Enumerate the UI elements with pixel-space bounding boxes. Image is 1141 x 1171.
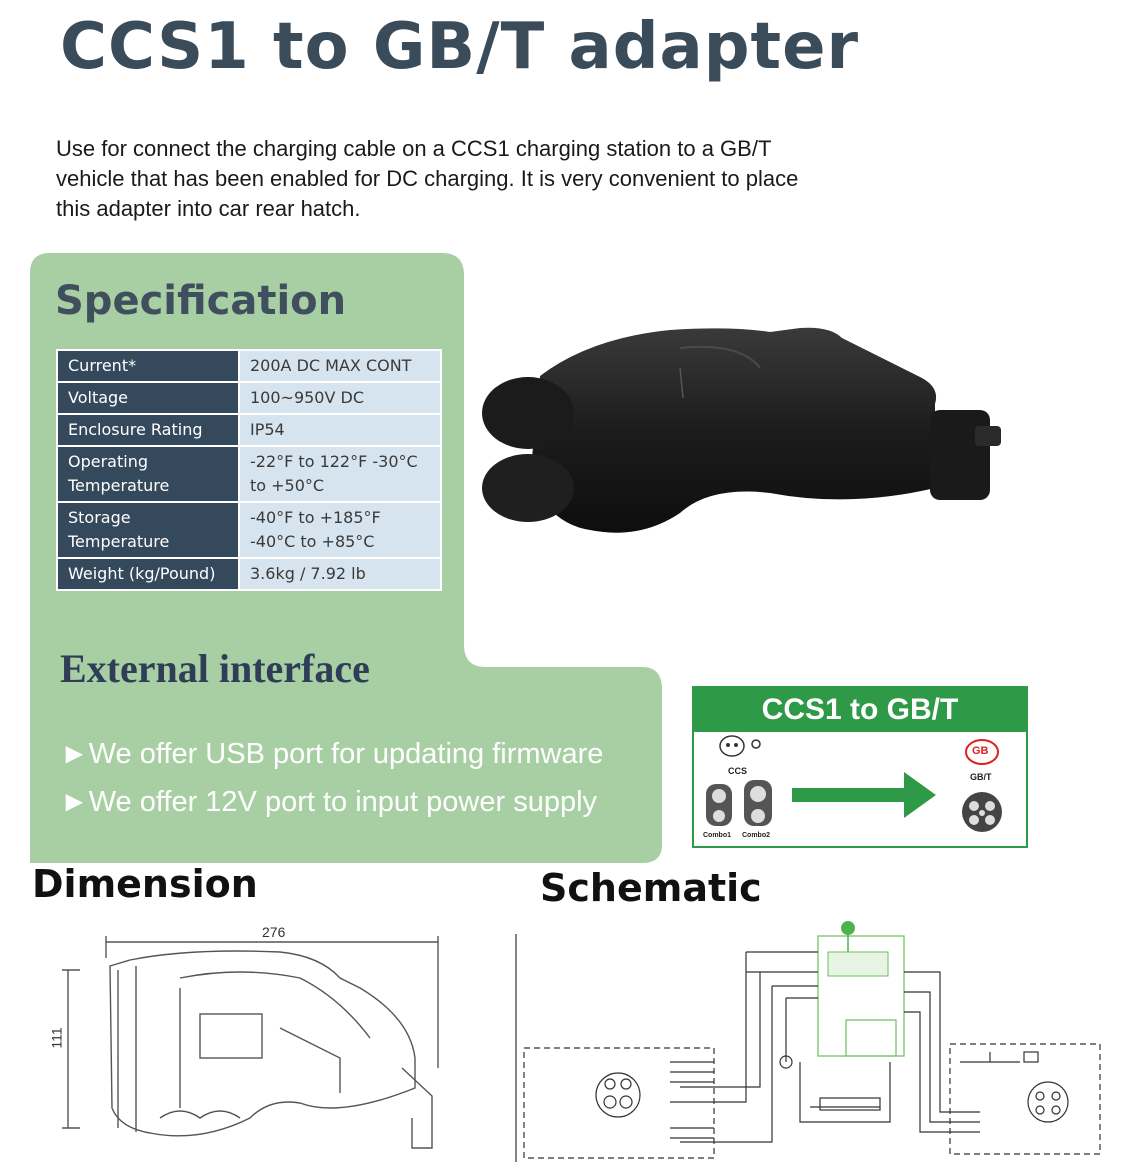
combo2-connector-icon	[744, 780, 772, 826]
spec-value: 100~950V DC	[238, 381, 442, 415]
gb-badge-label: GB	[972, 745, 989, 757]
spec-label: Storage Temperature	[56, 501, 240, 559]
dimension-drawing: 276 111	[40, 918, 490, 1168]
external-interface-heading: External interface	[60, 646, 370, 691]
schematic-heading: Schematic	[540, 866, 762, 910]
gb-badge-icon	[965, 739, 999, 765]
page-title: CCS1 to GB/T adapter	[60, 10, 860, 84]
ccs-label: CCS	[728, 766, 748, 776]
conversion-box: CCS1 to GB/T	[692, 686, 1028, 848]
adapter-product-image	[482, 327, 1001, 533]
spec-row-storage-temp: Storage Temperature -40°F to +185°F -40°…	[56, 501, 442, 559]
spec-row-weight: Weight (kg/Pound) 3.6kg / 7.92 lb	[56, 557, 442, 591]
spec-label: Operating Temperature	[56, 445, 240, 503]
specification-table: Current* 200A DC MAX CONT Voltage 100~95…	[56, 349, 442, 591]
conversion-box-title: CCS1 to GB/T	[694, 688, 1026, 732]
specification-heading: Specification	[55, 278, 347, 324]
combo2-label: Combo2	[742, 832, 770, 839]
spec-value: 200A DC MAX CONT	[238, 349, 442, 383]
spec-label: Voltage	[56, 381, 240, 415]
ccs-connector-icon	[719, 735, 761, 757]
arrow-right-icon	[792, 772, 936, 818]
spec-row-voltage: Voltage 100~950V DC	[56, 381, 442, 415]
intro-text: Use for connect the charging cable on a …	[56, 136, 799, 221]
gbt-socket-icon	[962, 792, 1002, 832]
spec-row-current: Current* 200A DC MAX CONT	[56, 349, 442, 383]
gbt-label: GB/T	[970, 772, 992, 782]
spec-value: 3.6kg / 7.92 lb	[238, 557, 442, 591]
spec-row-operating-temp: Operating Temperature -22°F to 122°F -30…	[56, 445, 442, 503]
spec-value: -22°F to 122°F -30°C to +50°C	[238, 445, 442, 503]
spec-value: IP54	[238, 413, 442, 447]
spec-label: Current*	[56, 349, 240, 383]
dimension-line-art	[62, 936, 439, 1149]
spec-row-enclosure: Enclosure Rating IP54	[56, 413, 442, 447]
dimension-heading: Dimension	[32, 862, 258, 906]
dimension-length-label: 276	[262, 924, 286, 940]
interface-bullet-12v: ►We offer 12V port to input power supply	[60, 786, 598, 818]
spec-label: Weight (kg/Pound)	[56, 557, 240, 591]
interface-bullet-usb: ►We offer USB port for updating firmware	[60, 738, 604, 770]
combo1-connector-icon	[706, 784, 732, 826]
schematic-diagram	[515, 921, 1101, 1162]
conversion-diagram	[706, 735, 1002, 832]
spec-label: Enclosure Rating	[56, 413, 240, 447]
dimension-height-label: 111	[48, 1027, 65, 1049]
spec-value: -40°F to +185°F -40°C to +85°C	[238, 501, 442, 559]
combo1-label: Combo1	[703, 832, 731, 839]
